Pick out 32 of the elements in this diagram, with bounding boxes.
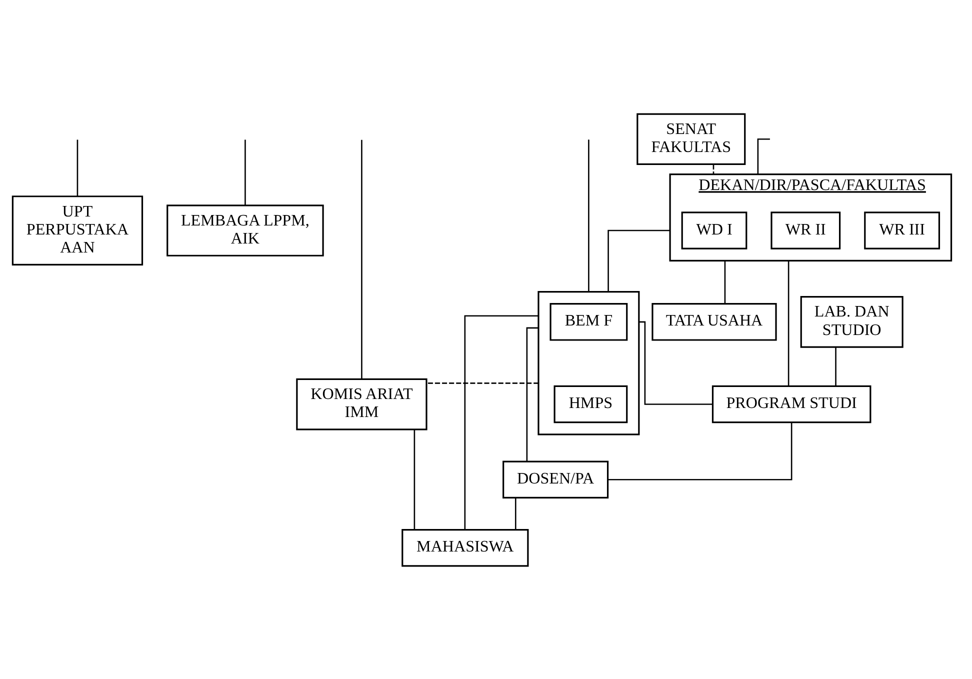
connector <box>514 497 516 530</box>
connector <box>788 260 790 386</box>
node-box: LAB. DAN STUDIO <box>800 296 904 348</box>
node-box: PROGRAM STUDI <box>712 384 872 423</box>
connector <box>588 139 590 292</box>
node-box: SENAT FAKULTAS <box>636 112 746 165</box>
node-box: KOMIS ARIAT IMM <box>296 378 428 430</box>
node-box: WR III <box>864 211 940 249</box>
connector <box>638 320 713 404</box>
node-box: TATA USAHA <box>652 302 777 340</box>
connector <box>757 138 770 174</box>
connector <box>712 164 714 174</box>
node-box: DOSEN/PA <box>502 460 609 498</box>
node-box: WR II <box>770 211 841 249</box>
connector <box>244 139 246 205</box>
node-box: LEMBAGA LPPM, AIK <box>166 204 324 256</box>
connector <box>361 139 362 378</box>
connector <box>724 260 726 304</box>
connector <box>76 139 78 196</box>
node-box: MAHASISWA <box>402 528 529 566</box>
connector <box>608 229 670 292</box>
connector <box>608 422 792 480</box>
connector <box>464 314 538 530</box>
node-box: WD I <box>681 211 748 249</box>
connector <box>426 382 538 384</box>
connector <box>414 429 416 530</box>
connector <box>835 346 836 386</box>
cluster <box>538 290 640 435</box>
node-box: HMPS <box>554 384 628 423</box>
node-box: UPT PERPUSTAKA AAN <box>12 195 144 265</box>
node-box: BEM F <box>550 302 628 340</box>
connector <box>526 326 538 461</box>
